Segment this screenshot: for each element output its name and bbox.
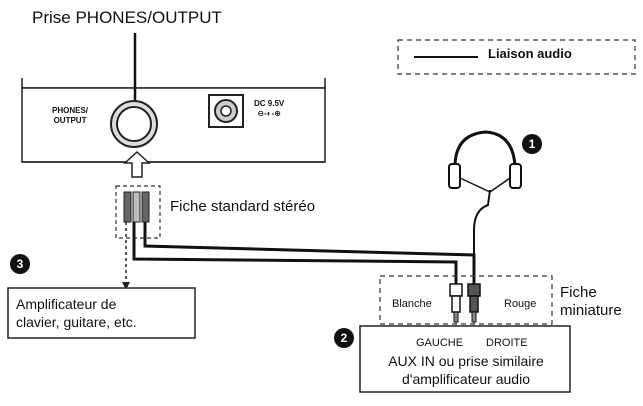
stereo-plug-icon	[123, 191, 150, 223]
dc-jack	[208, 94, 244, 128]
headphones-icon	[448, 130, 522, 193]
amplifier-box-text: Amplificateur de clavier, guitare, etc.	[16, 295, 137, 331]
stereo-plug-label: Fiche standard stéréo	[170, 198, 316, 215]
mini-plug-dashed-box	[379, 275, 553, 325]
legend-box	[397, 39, 636, 75]
dc-label-line1: DC 9.5V	[254, 99, 285, 108]
right-channel-label: DROITE	[486, 337, 528, 349]
amp-box-line2: clavier, guitare, etc.	[16, 314, 137, 330]
phones-output-title: Prise PHONES/OUTPUT	[32, 8, 222, 27]
mini-plug-label: Fiche miniature	[560, 284, 622, 320]
marker-2: 2	[334, 328, 354, 348]
audio-box-line1: AUX IN ou prise similaire	[388, 353, 544, 369]
mini-plug-label-line1: Fiche	[560, 284, 597, 301]
phones-output-jack	[110, 100, 158, 148]
mini-plug-red-icon	[467, 283, 481, 323]
dc-label-line2: ⊖-◐-⊕	[257, 109, 281, 118]
insert-arrow-icon	[123, 150, 151, 178]
phones-output-panel-label: PHONES/ OUTPUT	[52, 106, 88, 126]
mini-plug-red-label: Rouge	[504, 298, 537, 310]
dc-panel-label: DC 9.5V ⊖-◐-⊕	[254, 99, 284, 119]
audio-amplifier-box-text: AUX IN ou prise similaire d'amplificateu…	[376, 352, 556, 388]
audio-cable-upper	[143, 222, 476, 284]
amp-box-line1: Amplificateur de	[16, 296, 117, 312]
mini-plug-label-line2: miniature	[560, 302, 622, 319]
mini-plug-white-label: Blanche	[392, 298, 432, 310]
mini-plug-white-icon	[449, 283, 463, 323]
left-channel-label: GAUCHE	[416, 337, 464, 349]
legend-label: Liaison audio	[488, 46, 572, 61]
marker-1: 1	[522, 134, 542, 154]
phones-label-line2: OUTPUT	[53, 116, 87, 125]
keyboard-rear-panel	[21, 78, 326, 163]
headphone-cable	[473, 189, 491, 255]
amp-arrow-icon	[122, 282, 130, 290]
audio-cable-lower	[132, 222, 458, 284]
marker-3: 3	[10, 254, 30, 274]
amplifier-box	[7, 287, 196, 339]
stereo-plug-dashed-box	[115, 185, 161, 239]
phones-label-line1: PHONES/	[52, 106, 89, 115]
audio-amplifier-box	[359, 325, 571, 393]
audio-box-line2: d'amplificateur audio	[402, 371, 530, 387]
